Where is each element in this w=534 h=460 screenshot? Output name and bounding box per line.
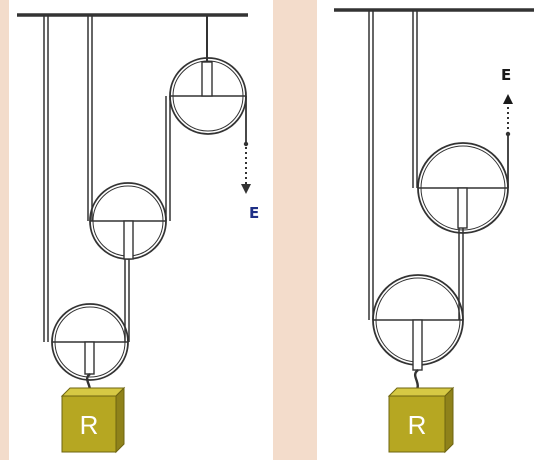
right-panel — [317, 0, 534, 460]
right-upper-pulley-axle — [457, 187, 468, 229]
right-effort-rope — [505, 104, 511, 188]
right-pulley-system: E R — [334, 8, 534, 454]
left-pulley-system: R E — [17, 13, 259, 454]
left-bottom-pulley-axle — [84, 341, 95, 375]
right-load-label: R — [408, 410, 427, 440]
right-lower-pulley-axle — [412, 319, 423, 371]
left-top-pulley-axle — [201, 61, 213, 97]
right-effort-label: E — [501, 66, 511, 84]
right-ropes — [368, 10, 464, 320]
left-bottom-pulley — [51, 303, 129, 381]
right-load-block — [387, 386, 455, 454]
left-panel — [9, 0, 273, 460]
left-ropes — [43, 15, 171, 342]
left-effort-rope — [243, 96, 249, 184]
left-load-label: R — [80, 410, 99, 440]
left-middle-pulley-axle — [123, 220, 134, 260]
left-effort-label: E — [249, 204, 259, 222]
right-effort-arrow-icon — [503, 94, 513, 104]
left-load-block — [60, 386, 126, 454]
left-effort-arrow-icon — [241, 184, 251, 194]
